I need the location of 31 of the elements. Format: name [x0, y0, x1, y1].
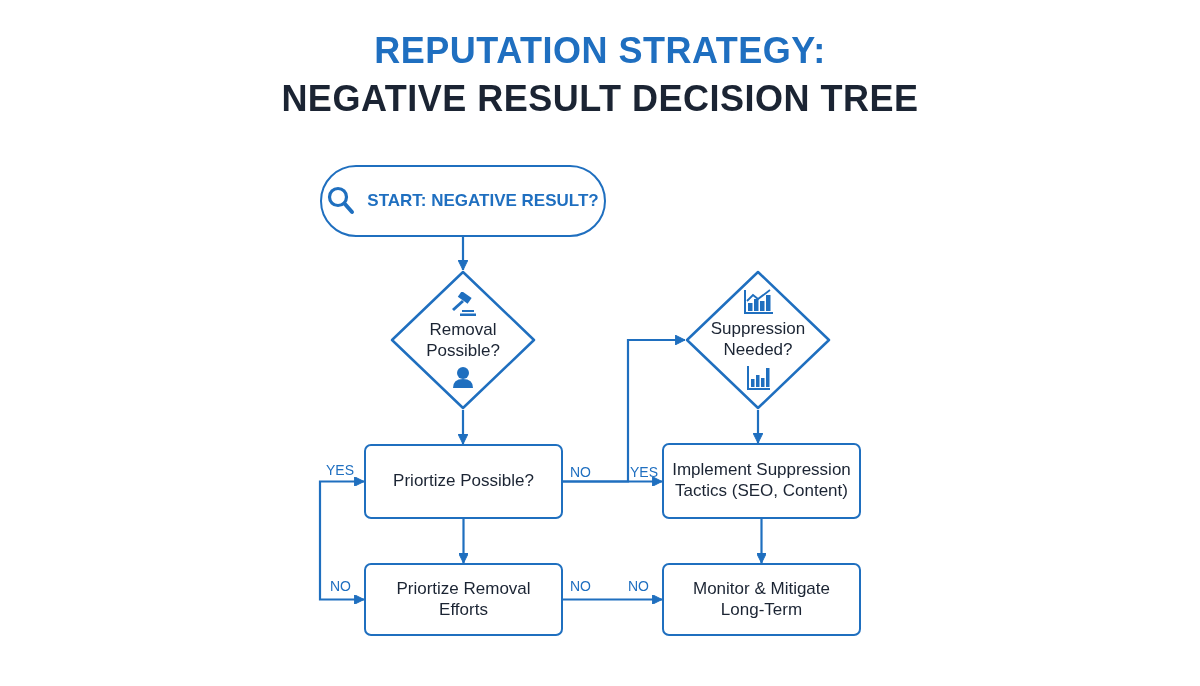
node-label: Priortize Removal Efforts	[395, 578, 532, 621]
node-label: Suppression Needed?	[710, 319, 806, 361]
node-label: Priortize Possible?	[393, 471, 534, 492]
arrow	[563, 476, 663, 487]
node-label: START: NEGATIVE RESULT?	[367, 190, 599, 212]
edge-label: NO	[330, 578, 351, 594]
decision-diamond	[390, 270, 536, 410]
process-box	[662, 443, 861, 519]
node-label: Removal Possible?	[425, 320, 501, 362]
decision-diamond	[685, 270, 831, 410]
edge-label: YES	[630, 464, 658, 480]
edge-label: NO	[570, 578, 591, 594]
arrow	[457, 237, 469, 271]
arrow	[752, 410, 764, 444]
arrow	[756, 519, 767, 564]
arrow	[563, 594, 663, 605]
edge-label: YES	[326, 462, 354, 478]
process-box	[364, 444, 563, 519]
process-box	[662, 563, 861, 636]
process-box	[364, 563, 563, 636]
title: REPUTATION STRATEGY:	[373, 30, 827, 72]
arrow	[458, 519, 469, 564]
subtitle: NEGATIVE RESULT DECISION TREE	[280, 78, 920, 120]
arrow	[318, 476, 365, 537]
edge-label: NO	[570, 464, 591, 480]
arrow	[457, 410, 469, 445]
node-label: Monitor & Mitigate Long-Term	[692, 578, 831, 621]
node-label: Implement Suppression Tactics (SEO, Content)	[671, 460, 852, 502]
start-terminal	[320, 165, 606, 237]
arrow	[318, 537, 365, 605]
branch-label: NO	[628, 578, 649, 594]
